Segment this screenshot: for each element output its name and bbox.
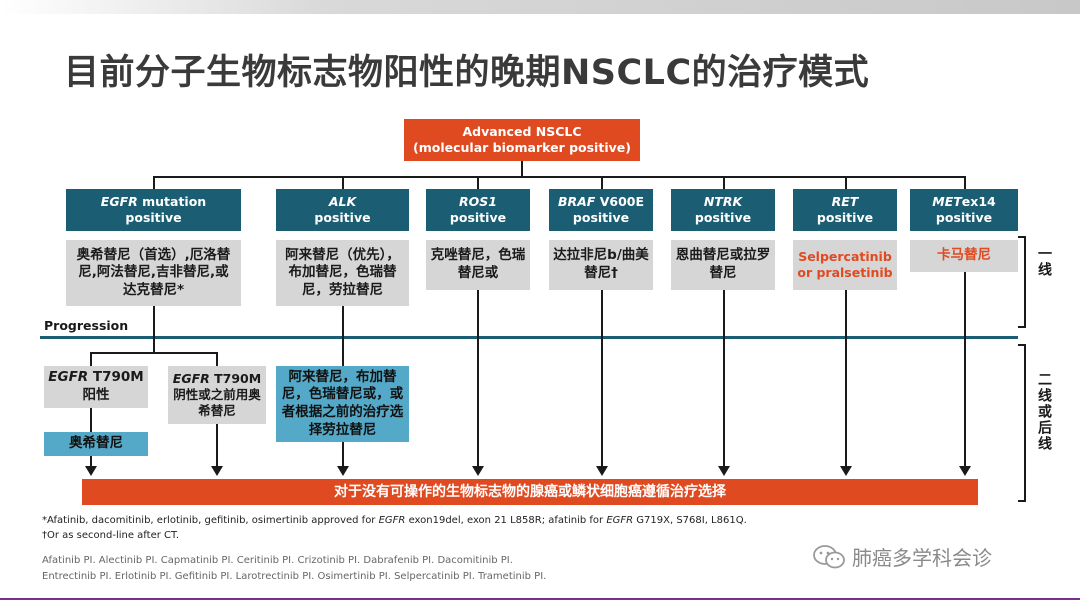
top-band	[0, 0, 1080, 14]
ros1-arrow-line	[477, 290, 479, 466]
first-line-label: 一线	[1036, 246, 1052, 278]
biomarker-status: positive	[694, 210, 752, 225]
braf-arrow	[596, 466, 608, 476]
ros1-arrow	[472, 466, 484, 476]
gene-name: EGFR	[48, 369, 89, 386]
biomarker-status: positive	[314, 210, 371, 225]
branch-drop-met	[964, 176, 966, 189]
egfr-split-left	[90, 352, 92, 366]
gene-name: ALK	[328, 193, 357, 209]
egfr-t790m-negative-box: EGFR T790M阴性或之前用奥希替尼	[168, 366, 266, 424]
first-line-braf: 达拉非尼b/曲美替尼†	[549, 240, 653, 290]
gene-name: ROS1	[459, 193, 497, 209]
biomarker-ret: RET positive	[793, 189, 897, 231]
biomarker-status: positive	[572, 210, 630, 225]
biomarker-ntrk: NTRK positive	[671, 189, 775, 231]
gene-name: MET	[932, 193, 962, 209]
first-line-met: 卡马替尼	[910, 240, 1018, 272]
egfr-neg-arrow	[211, 466, 223, 476]
ret-arrow-line	[845, 290, 847, 466]
footnote-star: *Afatinib, dacomitinib, erlotinib, gefit…	[42, 515, 747, 526]
first-line-alk: 阿来替尼（优先），布加替尼，色瑞替尼，劳拉替尼	[276, 240, 409, 306]
branch-drop-ros1	[477, 176, 479, 189]
gene-suffix: mutation	[137, 193, 207, 209]
watermark-text: 肺癌多学科会诊	[852, 546, 992, 570]
root-stem	[521, 161, 523, 177]
egfr-split-right	[216, 352, 218, 366]
egfr-pos-arrow-line	[90, 456, 92, 466]
alk-arrow	[337, 466, 349, 476]
root-box: Advanced NSCLC (molecular biomarker posi…	[404, 119, 640, 161]
first-line-ros1: 克唑替尼，色瑞替尼或	[426, 240, 530, 290]
alk-arrow-line	[342, 442, 344, 466]
gene-name: RET	[831, 193, 859, 209]
wechat-icon	[813, 544, 845, 568]
footnote-dagger: †Or as second-line after CT.	[42, 530, 180, 541]
alk-second-line-box: 阿来替尼，布加替尼，色瑞替尼或，或者根据之前的治疗选择劳拉替尼	[276, 366, 409, 442]
ntrk-arrow	[718, 466, 730, 476]
met-arrow-line	[964, 272, 966, 466]
gene-name: BRAF	[557, 193, 596, 209]
biomarker-alk: ALK positive	[276, 189, 409, 231]
egfr-pos-arrow	[85, 466, 97, 476]
first-line-egfr: 奥希替尼（首选）,厄洛替尼,阿法替尼,吉非替尼,或达克替尼*	[66, 240, 241, 306]
biomarker-status: positive	[125, 210, 182, 225]
first-line-ret: Selpercatinib or pralsetinib	[793, 240, 897, 290]
gene-name: NTRK	[703, 193, 743, 209]
progression-line	[40, 336, 1018, 339]
ntrk-arrow-line	[723, 290, 725, 466]
biomarker-met: METex14 positive	[910, 189, 1018, 231]
osimertinib-box: 奥希替尼	[44, 432, 148, 456]
wechat-watermark: 肺癌多学科会诊	[812, 542, 992, 571]
branch-drop-ntrk	[723, 176, 725, 189]
biomarker-ros1: ROS1 positive	[426, 189, 530, 231]
root-line2: (molecular biomarker positive)	[413, 140, 631, 155]
egfr-t790m-positive-box: EGFR T790M 阳性	[44, 366, 148, 408]
branch-bar	[153, 176, 966, 178]
biomarker-status: positive	[449, 210, 507, 225]
references-line-1: Afatinib PI. Alectinib PI. Capmatinib PI…	[42, 555, 513, 566]
biomarker-braf: BRAF V600E positive	[549, 189, 653, 231]
references-line-2: Entrectinib PI. Erlotinib PI. Gefitinib …	[42, 571, 547, 582]
first-line-ntrk: 恩曲替尼或拉罗替尼	[671, 240, 775, 290]
egfr-split-bar	[90, 352, 217, 354]
branch-drop-ret	[845, 176, 847, 189]
biomarker-egfr: EGFR mutation positive	[66, 189, 241, 231]
egfr-progression-stem	[153, 306, 155, 354]
biomarker-status: positive	[935, 210, 993, 225]
braf-arrow-line	[601, 290, 603, 466]
first-line-bracket	[1018, 236, 1026, 328]
brand-bottom-line	[0, 598, 1080, 600]
root-line1: Advanced NSCLC	[462, 123, 582, 139]
second-line-bracket	[1018, 344, 1026, 502]
branch-drop-egfr	[153, 176, 155, 189]
egfr-neg-arrow-line	[216, 424, 218, 466]
egfr-pos-connector	[90, 408, 92, 432]
gene-name: EGFR	[172, 370, 210, 386]
second-line-label: 二线或后线	[1036, 372, 1052, 452]
biomarker-status: positive	[816, 210, 874, 225]
gene-suffix: V600E	[595, 193, 645, 209]
branch-drop-braf	[601, 176, 603, 189]
slide-title: 目前分子生物标志物阳性的晚期NSCLC的治疗模式	[64, 53, 870, 93]
met-arrow	[959, 466, 971, 476]
gene-name: EGFR	[100, 193, 138, 209]
progression-label: Progression	[44, 318, 129, 333]
alk-progression-stem	[342, 306, 344, 366]
bottom-bar: 对于没有可操作的生物标志物的腺癌或鳞状细胞癌遵循治疗选择	[82, 479, 978, 505]
gene-suffix: ex14	[961, 193, 996, 209]
branch-drop-alk	[342, 176, 344, 189]
ret-arrow	[840, 466, 852, 476]
